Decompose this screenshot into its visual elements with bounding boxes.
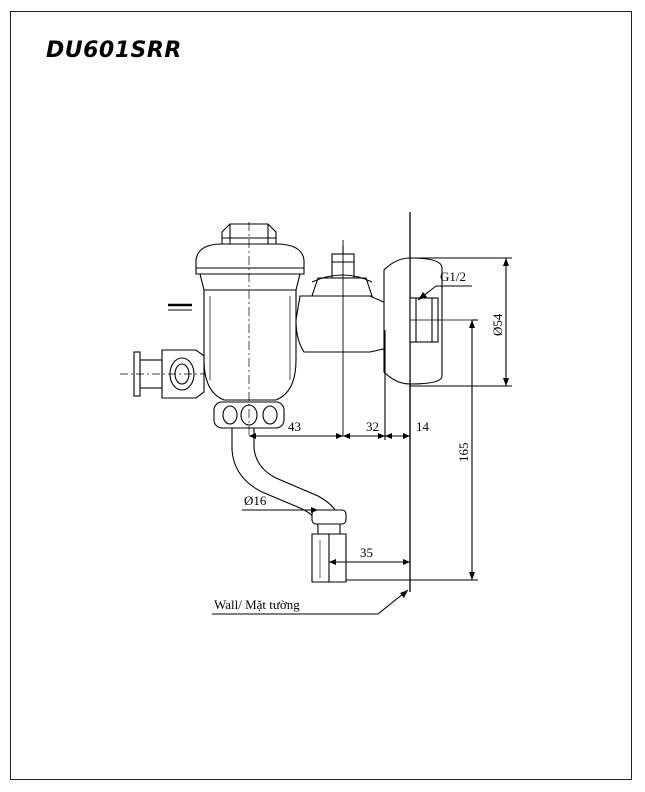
dim-165-label: 165 [456,443,471,463]
dim-32-label: 32 [366,419,379,434]
side-handle [120,303,205,399]
pipe-diameter-leader [242,507,318,513]
dimension-row [249,330,411,440]
flange-diameter-label: Ø54 [490,313,505,336]
thread-leader [417,285,472,301]
wall-leader [212,589,409,615]
valve-body [195,223,305,401]
dim-35-label: 35 [360,545,373,560]
drawing-frame [10,11,632,780]
dimension-165 [346,319,478,581]
thread-label: G1/2 [440,269,466,284]
dimension-35 [329,559,410,565]
pipe-diameter-label: Ø16 [244,493,267,508]
dim-14-label: 14 [416,419,430,434]
dimension-d54 [410,257,512,387]
wall-label: Wall/ Mặt tường [214,597,300,612]
wall-connector [295,246,472,385]
dim-43-label: 43 [288,419,301,434]
model-title: DU601SRR [46,38,182,63]
outlet-pipe [231,428,347,583]
